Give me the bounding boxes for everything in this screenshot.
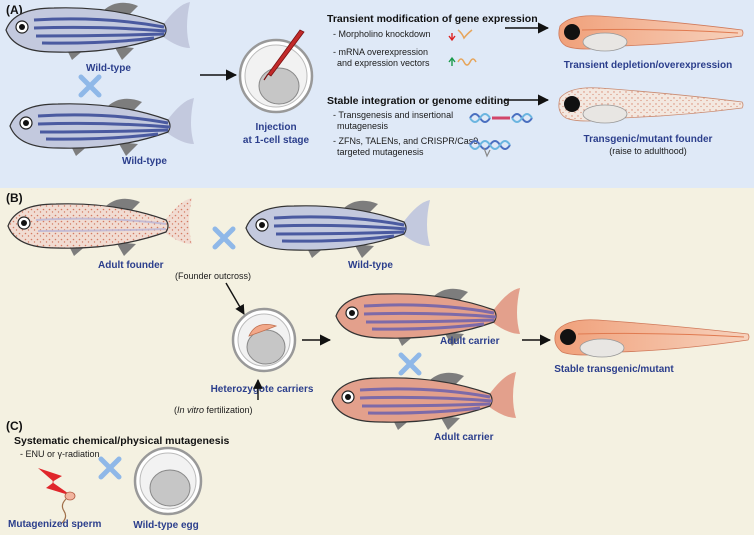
wild-type-label-2: Wild-type: [122, 156, 167, 167]
result-founder-label: Transgenic/mutant founder: [584, 134, 713, 145]
cross-icon: [398, 352, 422, 376]
wild-type-egg: [133, 446, 203, 516]
cross-icon: [78, 74, 102, 98]
stable-item-1a: - Transgenesis and insertional: [333, 110, 453, 120]
down-arrow-icon: [448, 33, 456, 42]
arrow-icon: [225, 282, 245, 315]
adult-founder-label: Adult founder: [98, 260, 164, 271]
needle-icon: [263, 29, 305, 81]
cross-icon: [98, 456, 122, 480]
lightning-icon: [38, 468, 72, 496]
panel-a: (A) Wild-type: [5, 2, 744, 167]
injection-egg: [238, 29, 314, 114]
mrna-icon: [457, 58, 477, 66]
wild-type-label-1: Wild-type: [86, 63, 131, 74]
heterozygote-egg: [231, 307, 297, 373]
panel-b: (B) Adult founder: [6, 191, 750, 443]
stable-item-2b: targeted mutagenesis: [337, 147, 424, 157]
injection-label-1: Injection: [255, 122, 296, 133]
sperm-icon: [61, 491, 76, 524]
panel-c: (C) Systematic chemical/physical mutagen…: [6, 419, 230, 531]
founder-larva: [558, 87, 744, 124]
stable-larva: [554, 319, 750, 358]
founder-outcross-label: (Founder outcross): [175, 271, 251, 281]
adult-carrier-fish-1: [335, 288, 520, 346]
heterozygote-label: Heterozygote carriers: [211, 384, 314, 395]
adult-carrier-fish-2: [331, 372, 516, 430]
stable-result-label: Stable transgenic/mutant: [554, 364, 674, 375]
panel-c-heading: Systematic chemical/physical mutagenesis: [14, 435, 230, 447]
wild-type-egg-label: Wild-type egg: [133, 520, 198, 531]
transient-item-2b: and expression vectors: [337, 58, 430, 68]
morpholino-icon: [457, 29, 473, 40]
wild-type-fish-1: [5, 2, 190, 60]
panel-b-tag: (B): [6, 191, 23, 205]
transient-item-1: - Morpholino knockdown: [333, 29, 431, 39]
adult-carrier-label-2: Adult carrier: [434, 432, 494, 443]
wild-type-fish-b: [245, 200, 430, 258]
transient-item-2a: - mRNA overexpression: [333, 47, 428, 57]
up-arrow-icon: [448, 56, 456, 66]
panel-c-tag: (C): [6, 419, 23, 433]
panel-a-tag: (A): [6, 3, 23, 17]
panel-c-item: - ENU or γ-radiation: [20, 449, 100, 459]
wild-type-b-label: Wild-type: [348, 260, 393, 271]
transient-larva: [558, 15, 744, 52]
result-transient-label: Transient depletion/overexpression: [564, 60, 732, 71]
stable-item-2a: - ZFNs, TALENs, and CRISPR/Cas9: [333, 136, 478, 146]
result-founder-note: (raise to adulthood): [609, 146, 687, 156]
adult-carrier-label-1: Adult carrier: [440, 336, 500, 347]
stable-heading: Stable integration or genome editing: [327, 95, 510, 107]
transient-heading: Transient modification of gene expressio…: [327, 13, 538, 25]
dna-icon: [469, 140, 511, 158]
dna-icon: [469, 113, 533, 123]
adult-founder-fish: [7, 198, 192, 256]
ivf-label: (In vitro fertilization): [174, 405, 253, 415]
stable-item-1b: mutagenesis: [337, 121, 389, 131]
injection-label-2: at 1-cell stage: [243, 135, 310, 146]
cross-icon: [212, 226, 236, 250]
mutagenized-sperm-label: Mutagenized sperm: [8, 519, 101, 530]
wild-type-fish-2: [9, 98, 194, 156]
